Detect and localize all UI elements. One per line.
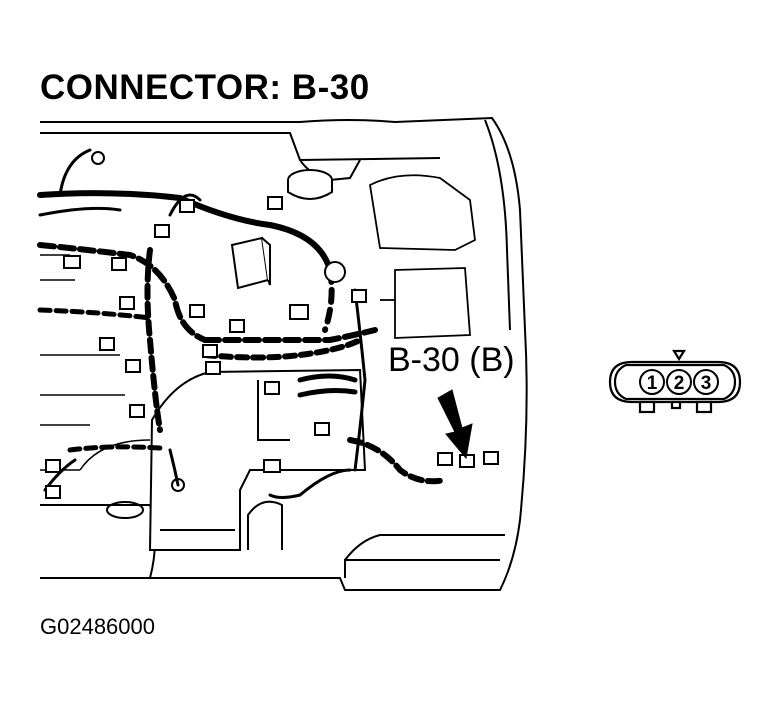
pin-2-label: 2 — [674, 373, 685, 394]
reservoir-cap — [287, 169, 333, 200]
battery-tray — [369, 174, 476, 339]
ground-terminal — [91, 151, 346, 519]
pin-3-label: 3 — [701, 373, 712, 394]
pin-1-label: 1 — [647, 373, 658, 394]
figure-id: G02486000 — [40, 614, 155, 639]
wiring-harness — [37, 148, 448, 499]
diagram-title: CONNECTOR: B-30 — [40, 68, 370, 107]
connector-callout-label: B-30 (B) — [386, 340, 517, 380]
connector-pins: 1 2 3 — [639, 369, 719, 395]
relay-box — [230, 236, 271, 290]
intake-housing — [148, 368, 367, 551]
callout-arrow — [437, 389, 473, 460]
